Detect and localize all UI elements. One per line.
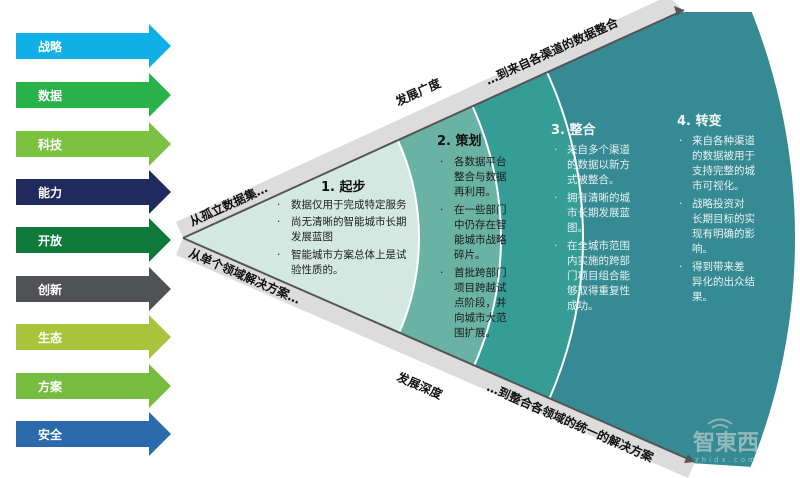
bullet-text: 发展蓝图: [291, 230, 333, 243]
stage-1: 1. 起步 · 数据仅用于完成特定服务 · 尚无清晰的智能城市长期 发展蓝图 ·…: [277, 179, 407, 276]
bullet-text: 项目跨越试: [454, 281, 507, 294]
bullet-text: 碎片。: [454, 248, 486, 261]
bullet-text: 拥有清晰的城: [567, 191, 630, 204]
bullet-text: 中仍存在智: [454, 218, 507, 231]
bullet-text: 门项目组合能: [567, 269, 630, 282]
bullet-icon: ·: [277, 216, 280, 228]
bullet-text: 再利用。: [454, 186, 496, 198]
bullet-text: 现有明确的影: [692, 227, 755, 240]
bullet-icon: ·: [440, 156, 443, 168]
arrow-label: 方案: [38, 379, 63, 394]
bullet-text: 围扩展。: [454, 326, 496, 339]
arrow-ecosystem: 生态: [16, 315, 171, 359]
bullet-text: 的数据被用于: [692, 149, 755, 162]
arrow-technology: 科技: [16, 122, 171, 166]
bullet-text: 来自多个渠道: [567, 143, 630, 156]
depth-axis-label: 发展深度: [394, 369, 446, 403]
bullet-text: 在一些部门: [454, 203, 507, 216]
watermark: 智東西 zhidx.com: [693, 418, 759, 464]
arrow-capability: 能力: [16, 170, 171, 214]
stage-title: 3. 整合: [551, 122, 597, 138]
watermark-logo: 智東西: [693, 430, 759, 456]
arrow-openness: 开放: [16, 218, 171, 262]
wifi-icon: [707, 418, 733, 425]
arrowhead-icon: [674, 6, 684, 16]
bullet-text: 支持完整的城: [692, 164, 755, 177]
arrow-innovation: 创新: [16, 267, 171, 311]
bullet-icon: ·: [440, 267, 443, 279]
bullet-text: 数据仅用于完成特定服务: [291, 198, 407, 211]
capability-arrows: 战略 数据 科技 能力 开放 创新 生态 方案: [16, 24, 171, 456]
bullet-icon: ·: [679, 135, 682, 147]
bullet-text: 能城市战略: [454, 233, 507, 246]
arrow-label: 安全: [38, 427, 63, 442]
stage-3: 3. 整合 · 来自多个渠道 的数据以新方 式被整合。 · 拥有清晰的城 市长期…: [551, 122, 630, 312]
bullet-icon: ·: [554, 240, 557, 252]
bullet-text: 内实施的跨部: [567, 254, 630, 267]
stage-2: 2. 策划 · 各数据平台 整合与数据 再利用。 · 在一些部门 中仍存在智 能…: [437, 133, 507, 339]
bullet-icon: ·: [679, 198, 682, 210]
bullet-text: 市可视化。: [692, 179, 745, 192]
bullet-text: 尚无清晰的智能城市长期: [291, 215, 407, 228]
arrow-solution: 方案: [16, 364, 171, 408]
bullet-text: 成功。: [567, 300, 599, 312]
bullet-text: 式被整合。: [567, 173, 620, 186]
bullet-text: 得到带来差: [692, 260, 745, 273]
bullet-icon: ·: [277, 249, 280, 261]
bullet-text: 够取得重复性: [567, 284, 630, 297]
bullet-text: 验性质的。: [291, 263, 344, 276]
bullet-text: 图。: [567, 222, 588, 234]
bullet-text: 智能城市方案总体上是试: [291, 248, 407, 261]
arrow-label: 科技: [38, 137, 63, 152]
bullet-icon: ·: [277, 199, 280, 211]
arrow-label: 能力: [38, 185, 62, 200]
bullet-text: 市长期发展蓝: [567, 206, 630, 219]
stage-title: 2. 策划: [437, 133, 482, 149]
bullet-text: 的数据以新方: [567, 158, 630, 171]
arrow-label: 开放: [38, 233, 63, 248]
arrow-data: 数据: [16, 73, 171, 117]
bullet-text: 点阶段，并: [454, 296, 507, 309]
bullet-icon: ·: [554, 192, 557, 204]
arrow-label: 生态: [38, 330, 62, 345]
arrow-strategy: 战略: [16, 24, 171, 68]
bullet-text: 异化的出众结: [692, 275, 755, 288]
arrow-security: 安全: [16, 412, 171, 456]
bullet-icon: ·: [554, 144, 557, 156]
bullet-text: 响。: [692, 242, 713, 255]
arrowhead-icon: [684, 454, 695, 463]
bullet-icon: ·: [440, 204, 443, 216]
bullet-text: 整合与数据: [454, 170, 507, 183]
stage-4: 4. 转变 · 来自各种渠道 的数据被用于 支持完整的城 市可视化。 · 战略投…: [677, 113, 755, 303]
bullet-icon: ·: [679, 261, 682, 273]
bullet-text: 果。: [692, 291, 713, 303]
arrow-label: 数据: [38, 88, 62, 103]
watermark-url: zhidx.com: [695, 456, 758, 464]
bullet-text: 来自各种渠道: [692, 134, 755, 147]
bullet-text: 各数据平台: [454, 155, 507, 168]
bullet-text: 战略投资对: [692, 197, 745, 210]
stage-title: 4. 转变: [677, 113, 722, 129]
arrow-label: 战略: [38, 39, 63, 54]
bullet-text: 长期目标的实: [692, 212, 755, 225]
bullet-text: 首批跨部门: [454, 266, 507, 279]
arrow-label: 创新: [37, 282, 62, 297]
bullet-text: 在全城市范围: [567, 239, 630, 252]
stage-title: 1. 起步: [321, 179, 366, 195]
bullet-text: 向城市大范: [454, 311, 507, 324]
